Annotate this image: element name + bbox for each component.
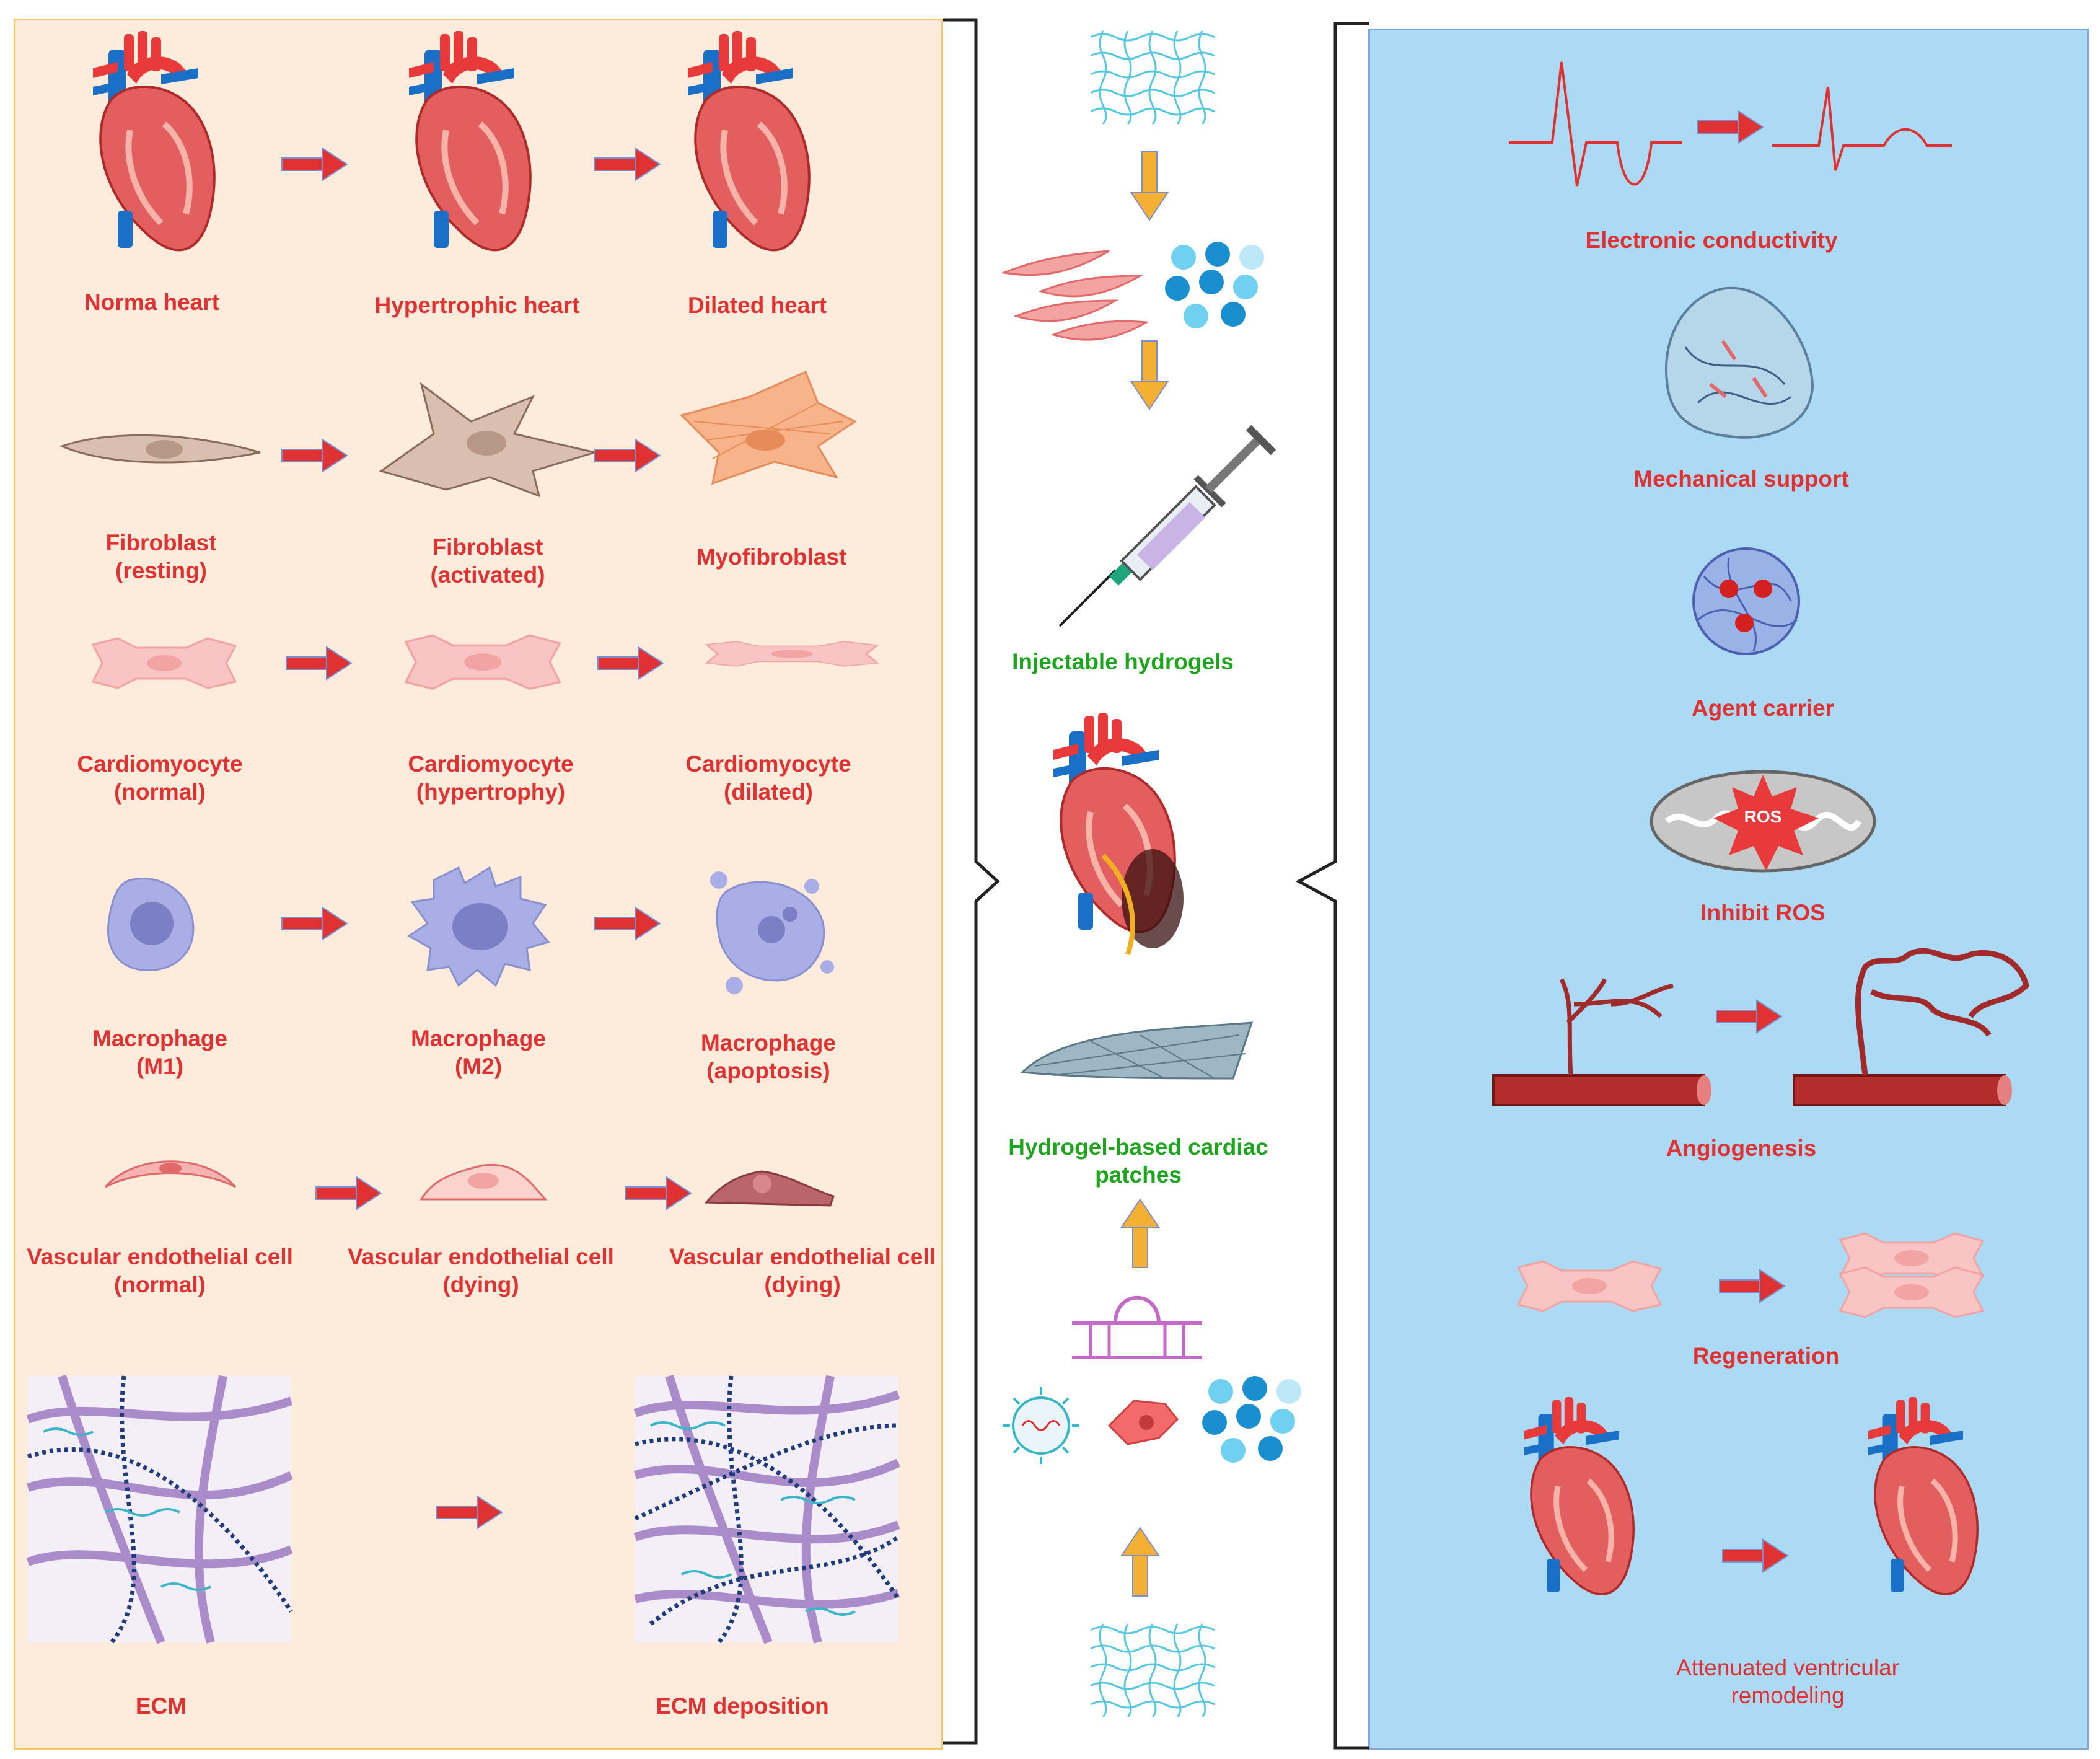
arrow-icon [625,1176,692,1210]
cardiomyocyte-hypertrophy-icon [405,634,561,690]
label-angiogenesis: Angiogenesis [1666,1135,1817,1161]
label-injectable-hydrogels: Injectable hydrogels [1012,649,1234,674]
label-cardiomyocyte-dilated: Cardiomyocyte(dilated) [685,751,851,805]
label-cardiomyocyte-hypertrophy: Cardiomyocyte(hypertrophy) [408,751,574,805]
fibroblast-resting-icon [59,434,261,464]
cardiac-patch-icon [1020,1021,1254,1080]
cardiomyocyte-dilated-icon [705,640,879,668]
arrow-icon [281,148,348,181]
label-agent-carrier: Agent carrier [1691,695,1835,721]
virus-icon [1003,1387,1079,1464]
blood-vessel-sprouting-icon [1492,978,1711,1106]
arrow-icon [594,148,661,181]
arrow-icon [286,646,352,680]
arrow-icon [436,1496,503,1529]
endothelial-normal-icon [104,1160,237,1188]
left-bracket [943,18,1000,1745]
arrow-icon [281,439,348,472]
label-cardiomyocyte-normal: Cardiomyocyte(normal) [77,751,243,805]
cells-icon [1000,250,1149,341]
cardiomyocyte-normal-icon [92,637,237,689]
label-fibroblast-resting: Fibroblast(resting) [105,530,217,583]
label-fibroblast-activated: Fibroblast(activated) [430,534,545,588]
hydrogel-mesh-icon [1089,30,1216,125]
myofibroblast-icon [680,370,857,485]
arrow-icon [594,439,661,472]
ecg-abnormal-icon [1509,61,1682,187]
arrow-icon [1719,1269,1785,1303]
cardiomyocyte-icon [1517,1260,1662,1312]
label-myofibroblast: Myofibroblast [696,544,847,570]
hypertrophic-heart-icon [409,31,530,250]
hydrogel-scaffold-icon [1664,286,1814,439]
label-ecm: ECM [135,1693,187,1719]
arrow-icon [594,907,661,940]
label-endothelial-dying: Vascular endothelial cell(dying) [669,1244,936,1297]
label-inhibit-ros: Inhibit ROS [1700,900,1825,925]
ecm-deposition-icon [633,1374,900,1644]
macrophage-m2-icon [407,866,550,987]
arrow-down-icon [1130,340,1169,410]
macrophage-m1-icon [107,878,195,972]
right-bracket [1295,22,1369,1750]
label-dilated-heart: Dilated heart [687,293,827,318]
label-endothelial-dying: Vascular endothelial cell(dying) [348,1244,614,1297]
arrow-icon [1697,110,1764,144]
label-ecm-deposition: ECM deposition [656,1693,829,1719]
arrow-icon [315,1176,382,1210]
label-hypertrophic-heart: Hypertrophic heart [374,293,580,318]
nanoparticles-icon [1165,242,1264,328]
label-electronic-conductivity: Electronic conductivity [1585,227,1838,253]
hydrogel-mesh-icon [1089,1623,1216,1718]
arrow-icon [597,646,664,680]
label-mechanical-support: Mechanical support [1633,466,1849,492]
macrophage-apoptosis-icon [710,871,834,994]
remodeled-heart-icon [1524,1397,1633,1594]
stem-cell-icon [1107,1400,1179,1445]
arrow-down-icon [1130,151,1169,221]
label-normal-heart: Norma heart [84,289,219,315]
label-regeneration: Regeneration [1692,1343,1840,1369]
ecg-normal-icon [1772,86,1952,171]
infarcted-heart-icon [1053,713,1184,956]
arrow-up-icon [1121,1199,1159,1268]
rna-icon [1072,1295,1202,1359]
cardiomyocyte-cluster-icon [1839,1232,1984,1318]
dilated-heart-icon [688,31,809,250]
agent-carrier-icon [1692,547,1800,655]
fibroblast-activated-icon [379,382,599,498]
endothelial-dying-icon [420,1163,548,1201]
endothelial-dying-icon [704,1170,835,1207]
arrow-icon [1722,1539,1788,1572]
blood-vessel-network-icon [1793,948,2029,1106]
label-macrophage-apoptosis: Macrophage(apoptosis) [701,1030,836,1083]
normal-heart-icon [93,31,214,250]
label-endothelial-normal: Vascular endothelial cell(normal) [27,1244,293,1297]
label-macrophage-m2: Macrophage(M2) [411,1026,546,1079]
arrow-icon [1716,1000,1782,1033]
label-macrophage-m1: Macrophage(M1) [92,1026,227,1079]
arrow-up-icon [1121,1527,1159,1597]
mitochondrion-icon [1650,770,1876,873]
nanoparticles-icon [1202,1376,1301,1463]
ros-text: ROS [1744,807,1782,826]
healthy-heart-icon [1868,1397,1977,1594]
syringe-icon [1058,425,1276,627]
arrow-icon [281,907,348,940]
ecm-icon [26,1374,293,1644]
